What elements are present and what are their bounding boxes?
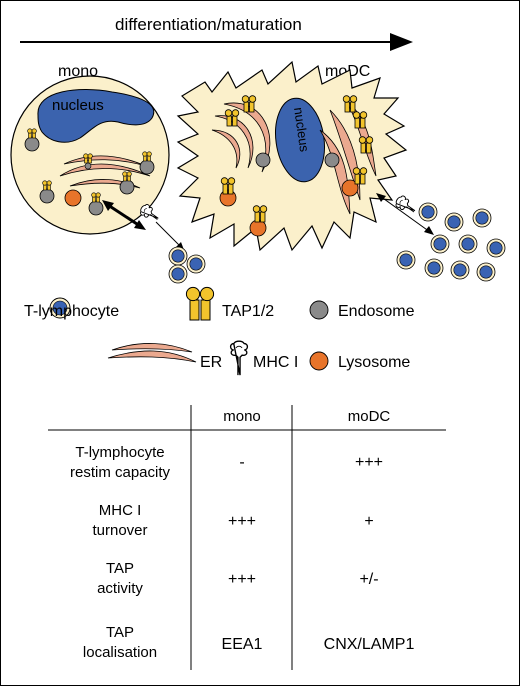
endosome-icon [309, 300, 329, 320]
monocyte-cell: nucleus [10, 75, 170, 235]
row3-modc-value: +/- [359, 571, 378, 588]
legend-er-label: ER [200, 354, 222, 371]
row1-mono-value: - [239, 454, 244, 471]
row3-label-line1: TAP [106, 560, 134, 577]
row1-label-line1: T-lymphocyte [75, 444, 164, 461]
row4-label-line1: TAP [106, 624, 134, 641]
row1-label-line2: restim capacity [70, 464, 171, 481]
er-icon [107, 343, 197, 363]
row2-label-line1: MHC I [99, 502, 142, 519]
mono-interaction [102, 200, 206, 284]
modc-nucleus-label: nucleus [291, 106, 312, 153]
mono-nucleus-icon [37, 89, 155, 143]
row2-mono-value: +++ [228, 513, 256, 530]
mono-endosome-3 [39, 180, 55, 204]
maturation-arrow-label: differentiation/maturation [115, 15, 302, 34]
modc-lysosome-1 [219, 177, 237, 207]
t-lymphocyte-icon [49, 297, 71, 319]
row2-label-line2: turnover [92, 522, 147, 539]
mono-endosome-1 [24, 128, 40, 152]
legend-tap-label: TAP1/2 [222, 303, 274, 320]
col-header-mono: mono [223, 408, 261, 425]
row2-modc-value: + [364, 513, 373, 530]
lysosome-icon [309, 351, 329, 371]
legend-endosome-label: Endosome [338, 303, 415, 320]
modc-nucleus-icon: nucleus [275, 97, 325, 183]
mono-endosome-6 [83, 153, 93, 170]
mono-lysosome [64, 189, 82, 207]
mono-endosome-2 [139, 151, 155, 175]
tap-icon [185, 286, 215, 321]
mono-nucleus-label: nucleus [52, 97, 104, 114]
row4-label-line2: localisation [83, 644, 157, 661]
modc-endosome-1 [255, 152, 271, 168]
row4-modc-value: CNX/LAMP1 [324, 636, 415, 653]
comparison-table: mono moDC T-lymphocyte restim capacity -… [48, 405, 446, 670]
legend: T-lymphocyte TAP1/2 Endosome ER MHC I Ly… [24, 286, 415, 376]
row4-mono-value: EEA1 [222, 636, 263, 653]
modc-lysosome-2 [249, 205, 268, 237]
col-header-modc: moDC [348, 408, 391, 425]
mhc-icon [229, 340, 249, 376]
modc-endosome-2 [324, 152, 340, 168]
modc-interaction [376, 193, 506, 282]
modc-cell: nucleus [176, 60, 408, 252]
legend-t-lymphocyte-label: T-lymphocyte [24, 303, 119, 320]
legend-mhc-label: MHC I [253, 354, 298, 371]
row3-label-line2: activity [97, 580, 143, 597]
mono-endosome-4 [119, 171, 135, 195]
row1-modc-value: +++ [355, 454, 383, 471]
modc-lysosome-3 [341, 167, 368, 197]
legend-lysosome-label: Lysosome [338, 354, 410, 371]
maturation-arrow [20, 33, 413, 51]
mono-endosome-5 [88, 192, 104, 216]
row3-mono-value: +++ [228, 571, 256, 588]
